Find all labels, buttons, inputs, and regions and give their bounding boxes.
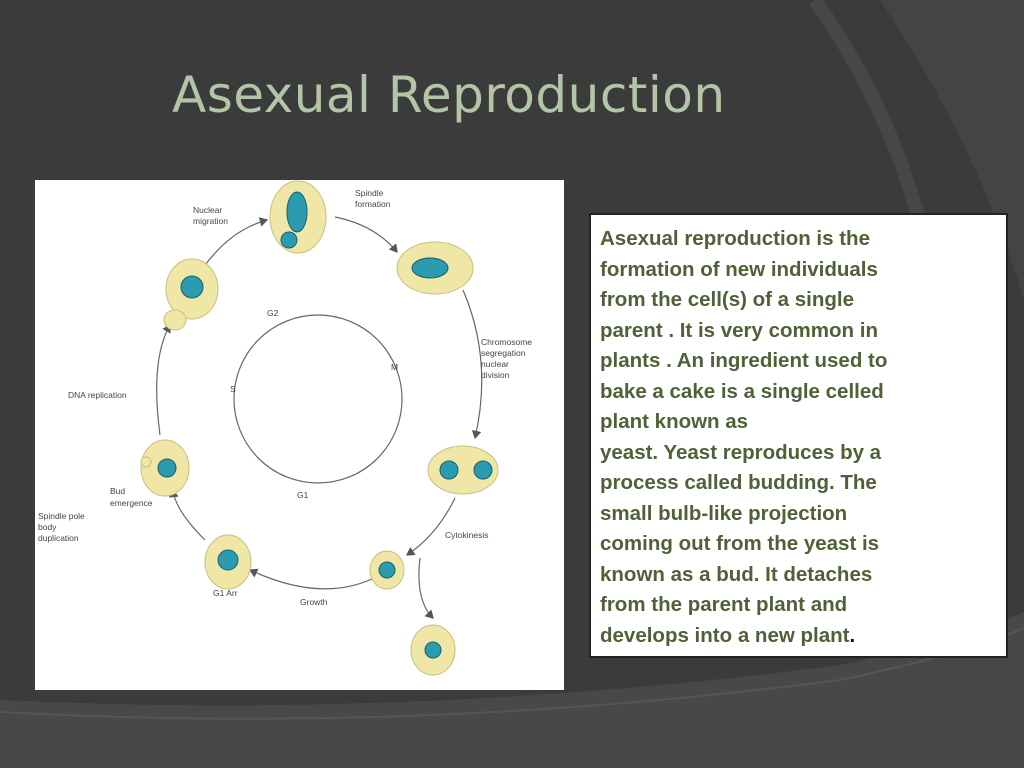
- cell-g1-arrest: [204, 534, 252, 590]
- cell-daughter: [410, 624, 456, 676]
- description-line: yeast. Yeast reproduces by a: [600, 440, 882, 464]
- description-line: coming out from the yeast is: [600, 532, 880, 555]
- cell-cycle-illustration: G2 M S G1: [38, 180, 532, 676]
- description-line: formation of new individuals: [600, 257, 878, 281]
- label-spindle-pole-3: duplication: [38, 533, 79, 543]
- description-line: parent . It is very common in: [600, 318, 878, 342]
- description-line: Asexual reproduction is the: [600, 227, 870, 250]
- cell-nuclear-migration: [269, 180, 327, 254]
- outer-cycle-arrows: [156, 216, 483, 619]
- label-nuclear-migration-1: Nuclear: [193, 205, 222, 215]
- inner-cell-cycle: G2 M S G1: [230, 308, 403, 500]
- label-chromosome-1: Chromosome: [481, 337, 532, 347]
- cell-bud-emergence: [140, 439, 190, 497]
- description-line: small bulb-like projection: [600, 501, 848, 525]
- label-nuclear-migration-2: migration: [193, 216, 228, 226]
- label-spindle-formation-1: Spindle: [355, 188, 384, 198]
- phase-m-label: M: [391, 362, 398, 372]
- label-spindle-formation-2: formation: [355, 199, 391, 209]
- yeast-budding-diagram: G2 M S G1: [35, 180, 564, 690]
- description-line: bake a cake is a single celled: [600, 379, 884, 403]
- label-g1-arr: G1 Arr: [213, 588, 238, 598]
- label-growth: Growth: [300, 597, 328, 607]
- label-cytokinesis: Cytokinesis: [445, 530, 488, 540]
- slide-title: Asexual Reproduction: [172, 66, 726, 124]
- label-chromosome-3: nuclear: [481, 359, 509, 369]
- phase-g1-label: G1: [297, 490, 309, 500]
- cell-spindle-formation: [396, 241, 474, 295]
- description-period: .: [849, 623, 856, 647]
- description-line: from the cell(s) of a single: [600, 288, 855, 311]
- description-line: develops into a new plant: [600, 623, 850, 647]
- cell-chromosome-segregation: [427, 445, 499, 495]
- description-paragraph: Asexual reproduction is the formation of…: [600, 224, 998, 651]
- label-bud-emergence-1: Bud: [110, 486, 125, 496]
- description-line: process called budding. The: [600, 471, 877, 494]
- description-line: known as a bud. It detaches: [600, 562, 873, 586]
- cell-cytokinesis: [369, 550, 405, 590]
- description-line: from the parent plant and: [600, 593, 848, 616]
- description-textbox: Asexual reproduction is the formation of…: [589, 213, 1008, 658]
- label-chromosome-2: segregation: [481, 348, 526, 358]
- label-dna-replication: DNA replication: [68, 390, 127, 400]
- label-spindle-pole-1: Spindle pole: [38, 511, 85, 521]
- cell-dna-replication: [163, 258, 219, 331]
- phase-g2-label: G2: [267, 308, 279, 318]
- label-spindle-pole-2: body: [38, 522, 57, 532]
- label-bud-emergence-2: emergence: [110, 498, 153, 508]
- label-chromosome-4: division: [481, 370, 510, 380]
- description-line: plant known as: [600, 410, 749, 433]
- phase-s-label: S: [230, 384, 236, 394]
- description-line: plants . An ingredient used to: [600, 349, 888, 372]
